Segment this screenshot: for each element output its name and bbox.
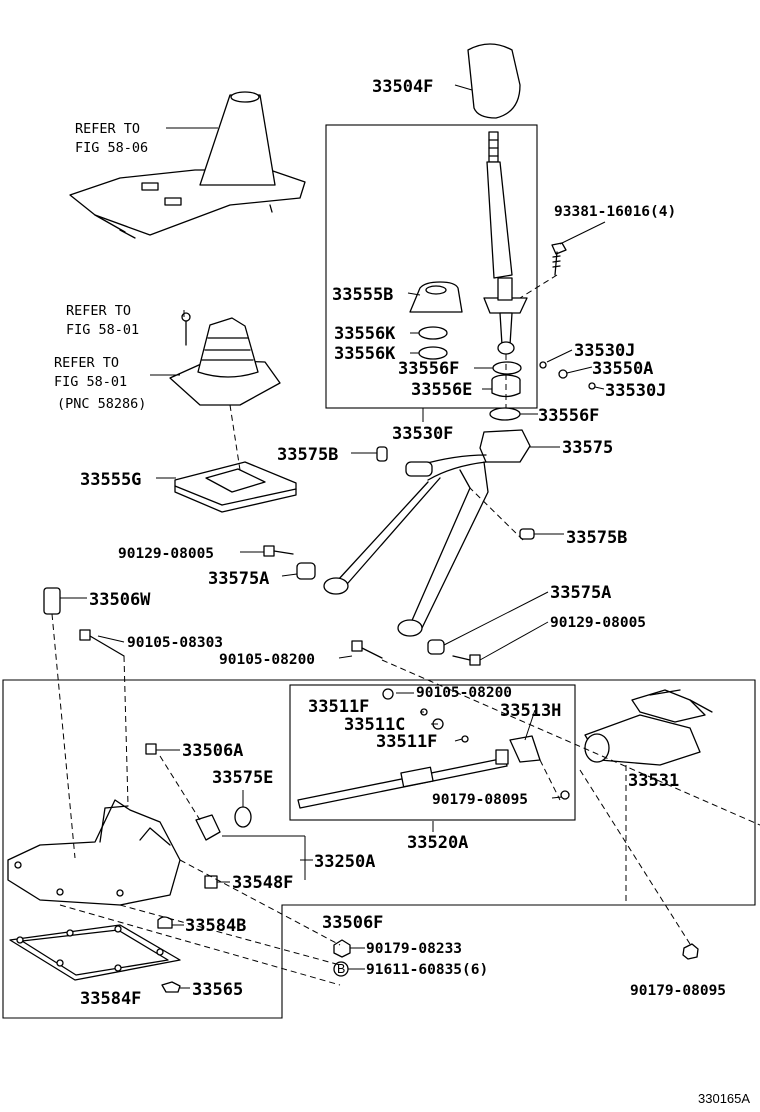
label-33556F-1: 33556F	[398, 359, 459, 379]
bushing-33575B-1	[376, 446, 388, 462]
clip-33530J-2	[588, 382, 596, 390]
label-33575B-1: 33575B	[277, 445, 338, 465]
washer-33556F-1	[492, 361, 522, 375]
shift-lever-illustration	[483, 131, 528, 355]
bolt-33506A	[145, 743, 157, 755]
pin-33506W-illustration	[43, 587, 61, 615]
label-33511C: 33511C	[344, 715, 405, 735]
label-33575: 33575	[562, 438, 613, 458]
label-90105-08200-2: 90105-08200	[416, 685, 512, 701]
label-33530J-1: 33530J	[574, 341, 635, 361]
cap-33584B	[157, 916, 173, 929]
bushing-33575B-2	[519, 528, 535, 540]
label-90179-08095-1: 90179-08095	[432, 792, 528, 808]
label-33504F: 33504F	[372, 77, 433, 97]
console-boot-illustration	[69, 91, 306, 239]
bolt-illustration	[551, 242, 567, 276]
bolt-90105-08303	[79, 629, 125, 657]
label-93381-16016: 93381-16016(4)	[554, 204, 676, 220]
label-33565: 33565	[192, 980, 243, 1000]
label-33513H: 33513H	[500, 701, 561, 721]
label-33556F-2: 33556F	[538, 406, 599, 426]
marker-b: B	[337, 962, 345, 976]
bushing-33575A-2	[427, 639, 445, 655]
label-90129-08005-2: 90129-08005	[550, 615, 646, 631]
leader-lines	[60, 84, 606, 989]
label-33511F-1: 33511F	[308, 697, 369, 717]
label-33575B-2: 33575B	[566, 528, 627, 548]
ref-mid-a-line1: REFER TO	[66, 303, 131, 319]
label-33506F: 33506F	[322, 913, 383, 933]
label-33530J-2: 33530J	[605, 381, 666, 401]
boot-33555B-illustration	[409, 281, 463, 313]
alignment-lines	[51, 274, 760, 986]
bushing-33575A-1	[296, 562, 316, 580]
shaft-subassembly-box	[289, 684, 576, 821]
lever-33250A-illustration	[195, 814, 221, 841]
label-90179-08095-2: 90179-08095	[630, 983, 726, 999]
label-33506A: 33506A	[182, 741, 243, 761]
label-33531: 33531	[628, 771, 679, 791]
housing-frame	[2, 679, 756, 1019]
clip-33511F-2	[461, 735, 469, 743]
plate-33555G-illustration	[174, 461, 297, 513]
ref-mid-b-line2: FIG 58-01	[54, 374, 127, 390]
label-33584B: 33584B	[185, 916, 246, 936]
washer-33556F-2	[489, 407, 521, 421]
o-ring-2	[418, 346, 448, 360]
diagram-code: 330165A	[698, 1091, 750, 1106]
label-33556E: 33556E	[411, 380, 472, 400]
label-33550A: 33550A	[592, 359, 653, 379]
label-33511F-2: 33511F	[376, 732, 437, 752]
bolt-90105-08200	[351, 640, 383, 659]
ref-top-line1: REFER TO	[75, 121, 140, 137]
gasket-33584F-illustration	[9, 924, 181, 981]
label-91611-60835: 91611-60835(6)	[366, 962, 488, 978]
bolt-90129-1	[263, 545, 294, 557]
ref-top-line2: FIG 58-06	[75, 140, 148, 156]
nut-90179-08095-2	[682, 943, 699, 960]
label-33548F: 33548F	[232, 873, 293, 893]
label-33555B: 33555B	[332, 285, 393, 305]
bolt-90129-2	[452, 654, 481, 666]
label-90179-08233: 90179-08233	[366, 941, 462, 957]
label-33506W: 33506W	[89, 590, 151, 610]
ref-pnc-note: (PNC 58286)	[57, 396, 146, 412]
bushing-33575E	[234, 806, 252, 828]
label-90105-08303: 90105-08303	[127, 635, 223, 651]
label-33556K-1: 33556K	[334, 324, 396, 344]
bolt-head-33511F-1	[382, 688, 394, 700]
boot-58-01-illustration	[169, 312, 281, 406]
cover-33548F	[204, 875, 218, 889]
label-33575A-2: 33575A	[550, 583, 611, 603]
label-33575E: 33575E	[212, 768, 273, 788]
label-90129-08005-1: 90129-08005	[118, 546, 214, 562]
housing-33531-illustration	[584, 689, 713, 766]
lever-retainer-illustration	[323, 429, 531, 637]
clip-33530J-1	[539, 361, 547, 369]
shift-housing-body	[7, 799, 181, 906]
pin-33550A	[558, 369, 568, 379]
lever-subassembly-box	[325, 124, 538, 409]
label-33556K-2: 33556K	[334, 344, 396, 364]
label-33530F: 33530F	[392, 424, 453, 444]
ref-mid-a-line2: FIG 58-01	[66, 322, 139, 338]
label-33520A: 33520A	[407, 833, 468, 853]
label-33250A: 33250A	[314, 852, 375, 872]
shift-shaft-illustration	[297, 735, 570, 809]
shift-knob-illustration	[467, 43, 521, 119]
label-33584F: 33584F	[80, 989, 141, 1009]
nut-90179-08233	[333, 939, 351, 958]
nut-33565	[161, 981, 181, 993]
ref-mid-b-line1: REFER TO	[54, 355, 119, 371]
label-90105-08200-1: 90105-08200	[219, 652, 315, 668]
o-ring-1	[418, 326, 448, 340]
label-33575A-1: 33575A	[208, 569, 269, 589]
label-33555G: 33555G	[80, 470, 141, 490]
